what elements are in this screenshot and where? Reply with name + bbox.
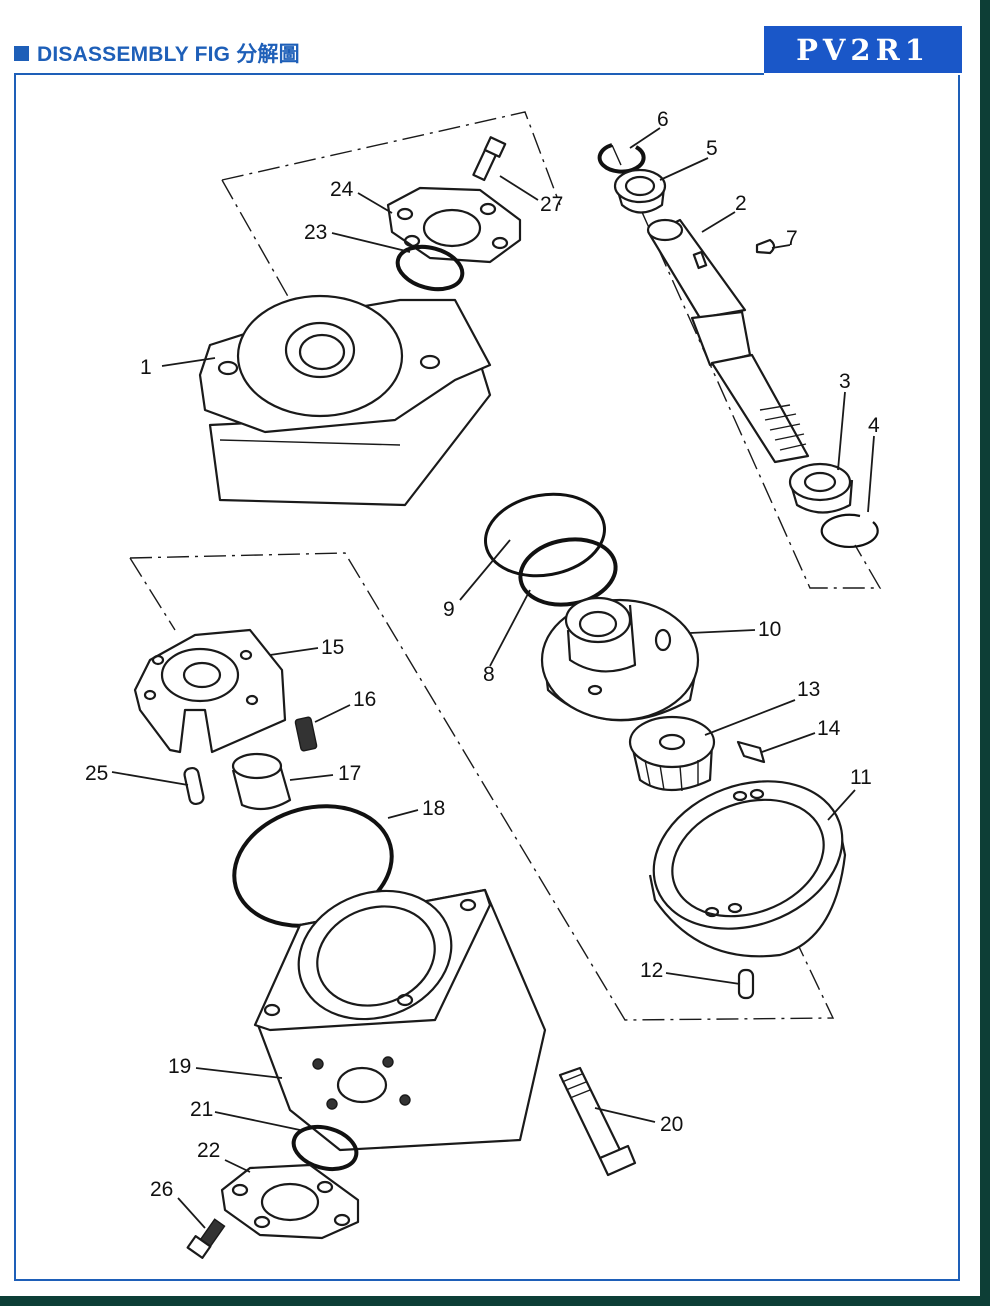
figure-title: DISASSEMBLY FIG 分解圖	[14, 38, 300, 68]
callout-19: 19	[168, 1055, 191, 1078]
callout-5: 5	[706, 137, 718, 160]
side-plate-10	[540, 596, 700, 722]
callout-27: 27	[540, 193, 563, 216]
callout-15: 15	[321, 636, 344, 659]
callout-14: 14	[817, 717, 841, 740]
o-ring-8	[518, 537, 618, 607]
callout-24: 24	[330, 178, 354, 201]
vane-14	[736, 740, 766, 764]
boundary-cover-left	[221, 179, 291, 301]
callout-6: 6	[657, 108, 669, 131]
bearing-3	[788, 462, 854, 514]
callout-11: 11	[850, 766, 872, 789]
rotor-13	[628, 715, 716, 792]
bolt-20	[558, 1066, 637, 1177]
callout-21: 21	[190, 1098, 213, 1121]
callout-20: 20	[660, 1113, 683, 1136]
callout-16: 16	[353, 688, 376, 711]
boundary-body-group	[129, 552, 835, 1021]
o-ring-23	[395, 244, 465, 292]
model-badge: PV2R1	[764, 26, 962, 73]
title-bullet-icon	[14, 45, 29, 61]
o-ring-21	[291, 1124, 359, 1172]
frame-bottom	[0, 1296, 990, 1306]
header-rule	[14, 73, 764, 75]
flange-part-24	[386, 186, 522, 264]
plug-16	[294, 716, 318, 752]
callout-22: 22	[197, 1139, 220, 1162]
callout-1: 1	[140, 356, 152, 379]
cam-ring-11	[648, 780, 847, 958]
diagram-panel	[14, 75, 960, 1281]
boundary-cover-group	[221, 111, 561, 206]
callout-8: 8	[483, 663, 495, 686]
bearing-5	[613, 168, 667, 214]
callout-2: 2	[735, 192, 747, 215]
callout-10: 10	[758, 618, 781, 641]
callout-23: 23	[304, 221, 327, 244]
callout-4: 4	[868, 414, 880, 437]
snap-ring-6	[597, 143, 646, 174]
callout-7: 7	[786, 227, 798, 250]
boundary-shaft-group	[611, 144, 882, 589]
callout-18: 18	[422, 797, 445, 820]
callout-25: 25	[85, 762, 108, 785]
key-7	[755, 238, 776, 255]
pin-25	[183, 766, 205, 806]
leader-lines	[111, 127, 875, 1229]
callout-12: 12	[640, 959, 663, 982]
screw-27	[472, 136, 507, 182]
model-label: PV2R1	[796, 32, 930, 67]
figure-title-text: DISASSEMBLY FIG 分解圖	[37, 43, 300, 66]
callout-3: 3	[839, 370, 851, 393]
body-19	[253, 888, 547, 1152]
shaft-2	[646, 218, 810, 464]
callout-17: 17	[338, 762, 361, 785]
callout-9: 9	[443, 598, 455, 621]
frame-right	[980, 0, 990, 1306]
pin-12	[737, 968, 755, 1000]
callout-13: 13	[797, 678, 820, 701]
seal-ring-9	[484, 492, 606, 578]
callout-26: 26	[150, 1178, 173, 1201]
callout-labels: 1 2 3 4 5 6 7 8 9 10 11 12 13 14 15 16 1…	[85, 108, 880, 1201]
flange-part-22	[220, 1163, 360, 1240]
snap-ring-4	[820, 513, 879, 548]
screw-26	[186, 1218, 226, 1259]
bushing-17	[231, 752, 292, 811]
front-cover-part	[198, 294, 492, 507]
boundary-body-left	[129, 557, 176, 631]
pressure-plate-15	[133, 628, 287, 754]
